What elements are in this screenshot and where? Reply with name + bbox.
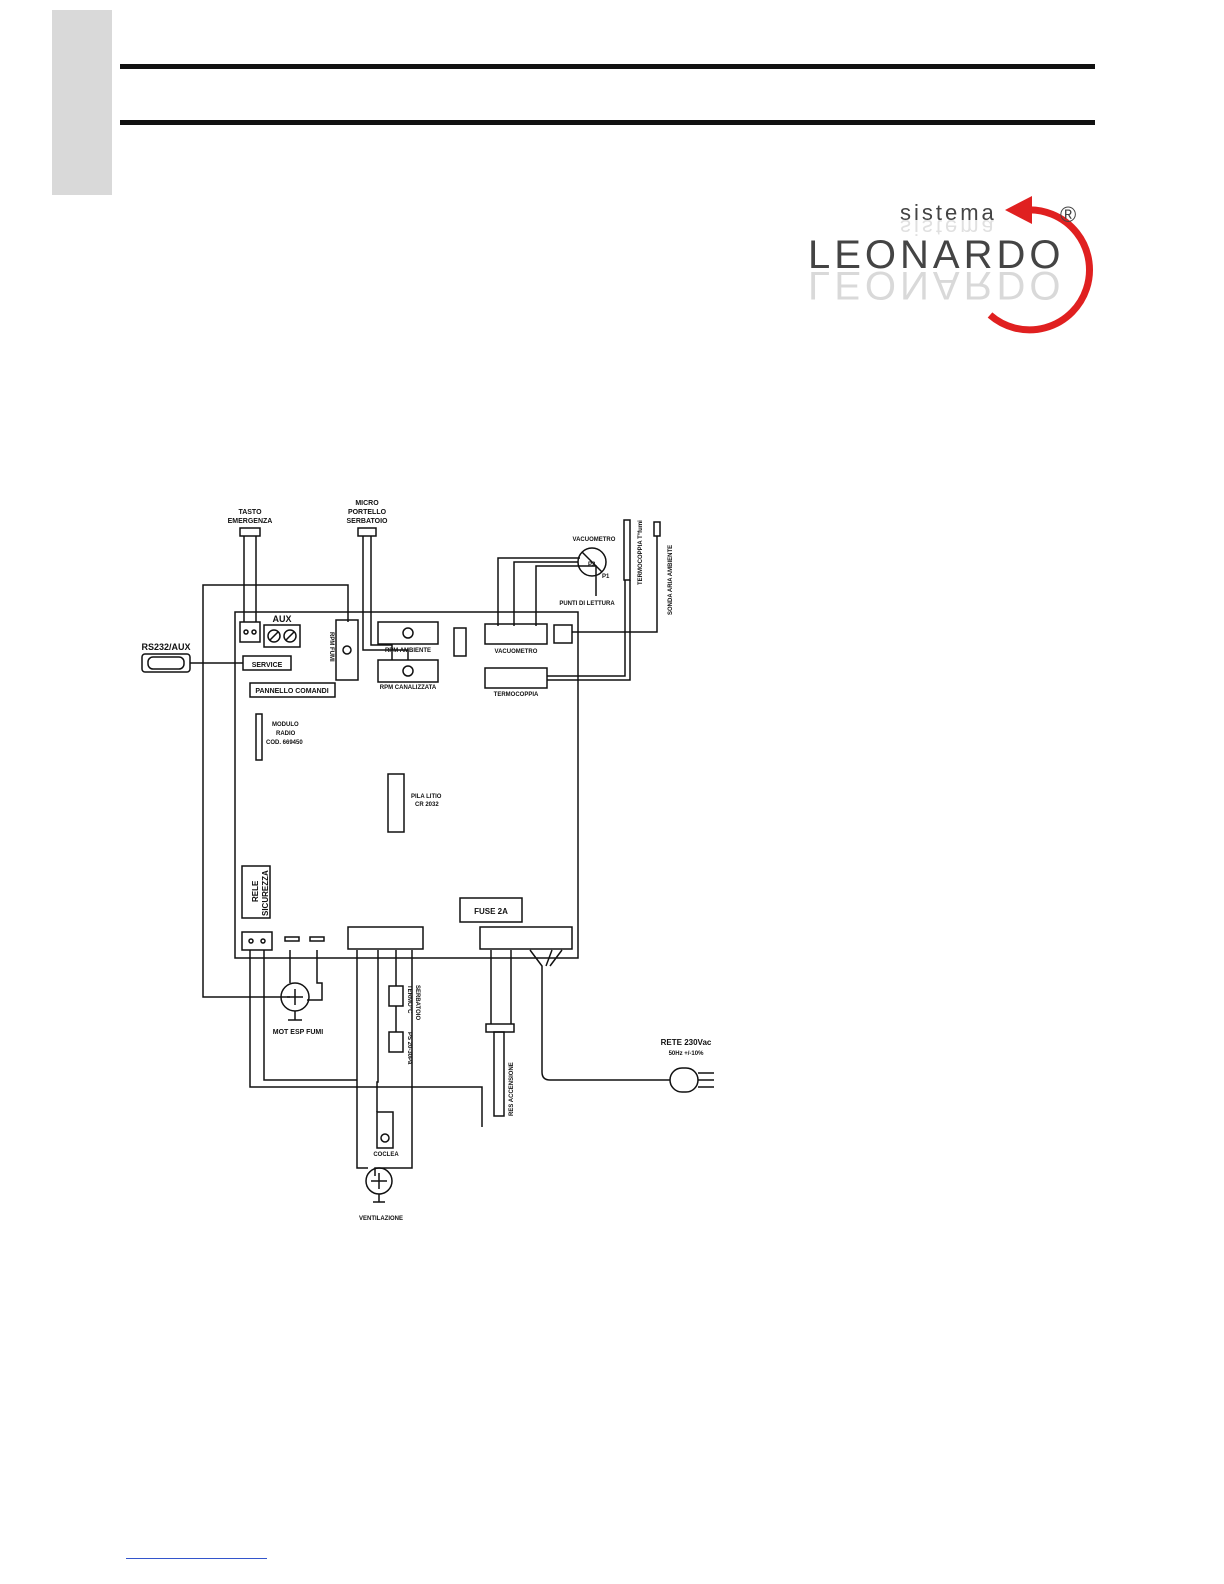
footer-link-underline[interactable] [126,1558,267,1559]
label-rpm-ambiente: RPM AMBIENTE [385,648,431,654]
label-termocoppia-conn: TERMOCOPPIA [494,692,539,698]
pressure-switch [388,1031,404,1053]
logo-registered-mark: ® [1060,202,1076,227]
label-rele: RELE [251,880,260,902]
control-board [234,611,579,959]
section-side-tab [52,10,112,195]
label-tasto: TASTO [238,509,262,516]
logo-top-word: sistema [900,200,997,225]
label-serbatoio: SERBATOIO [347,518,389,525]
sistema-leonardo-logo: sistema sistema LEONARDO LEONARDO ® [808,196,1093,334]
logo-arc [987,206,1093,334]
igniter-clamp [485,1023,515,1033]
logo-main-word-reflection: LEONARDO [808,263,1065,307]
safety-relay [241,865,271,919]
label-termo-c: TERMO°C [406,985,412,1014]
label-rs232: RS232/AUX [141,642,190,652]
label-rpm-canalizzata: RPM CANALIZZATA [380,685,437,691]
label-radio: RADIO [276,731,296,737]
termocoppia-connector [484,667,548,689]
label-modulo: MODULO [272,722,299,728]
power-connector [479,926,573,950]
label-rete-freq: 50Hz +/-10% [669,1051,705,1057]
rpm-ambiente-connector [377,621,439,645]
ignition-resistor [493,1031,505,1117]
label-service: SERVICE [252,662,283,669]
label-cod: COD. 669450 [266,740,303,746]
label-rpm-fumi: RPM FUMI [328,632,334,662]
label-sonda-aria: SONDA ARIA AMBIENTE [668,545,674,615]
label-sicurezza: SICUREZZA [261,870,270,916]
label-rete: RETE 230Vac [661,1038,712,1047]
label-emergenza: EMERGENZA [228,518,273,525]
micro-switch-connector [357,527,377,537]
label-mot-esp-fumi: MOT ESP FUMI [273,1029,323,1036]
label-portello: PORTELLO [348,509,387,516]
ambient-probe [653,521,661,537]
label-ventilazione: VENTILAZIONE [359,1216,403,1222]
header-rule-bottom [120,120,1095,125]
relay-terminal [241,931,273,951]
logo-main-word: LEONARDO [808,233,1065,277]
aux-terminal-block [263,624,301,648]
tank-thermostat [388,985,404,1007]
thermocouple-probe [623,519,631,581]
label-micro: MICRO [355,500,379,507]
label-punti-lettura: PUNTI DI LETTURA [559,601,615,607]
service-connector [242,655,292,671]
label-pannello-comandi: PANNELLO COMANDI [255,688,328,695]
label-cr2032: CR 2032 [415,802,439,808]
pannello-comandi-connector [249,682,336,698]
wiring-diagram: TASTO EMERGENZA MICRO PORTELLO SERBATOIO… [141,500,714,1222]
emergency-button-connector [239,527,261,537]
label-pila-litio: PILA LITIO [411,794,442,800]
label-p2: P2 [588,562,596,568]
label-res-accensione: RES ACCENSIONE [509,1062,515,1116]
rpm-fumi-connector [335,619,359,681]
radio-module-slot [255,713,263,761]
header-rule-top [120,64,1095,69]
rpm-canalizzata-connector [377,659,439,683]
emergency-terminal [239,621,261,643]
label-termo-serbatoio: SERBATOIO [414,985,420,1020]
label-vacuometro-gauge: VACUOMETRO [573,537,616,543]
load-connector [347,926,424,950]
vacuometro-connector [484,623,548,645]
sonda-connector [553,624,573,644]
label-p1: P1 [602,574,610,580]
label-aux: AUX [272,614,291,624]
label-vacuometro-conn: VACUOMETRO [495,649,538,655]
logo-arrow-head [1005,196,1032,224]
fuse-box [459,897,523,923]
logo-top-word-reflection: sistema [900,215,997,240]
mains-plug [669,1067,699,1093]
label-fuse: FUSE 2A [474,907,508,916]
auger-motor [376,1111,394,1149]
label-ps: PS 20-30Pa [406,1032,412,1065]
jumper-connector [453,627,467,657]
label-coclea: COCLEA [373,1152,399,1158]
label-termocoppia-fumi: TERMOCOPPIA T°fumi [638,520,644,585]
lithium-battery-holder [387,773,405,833]
